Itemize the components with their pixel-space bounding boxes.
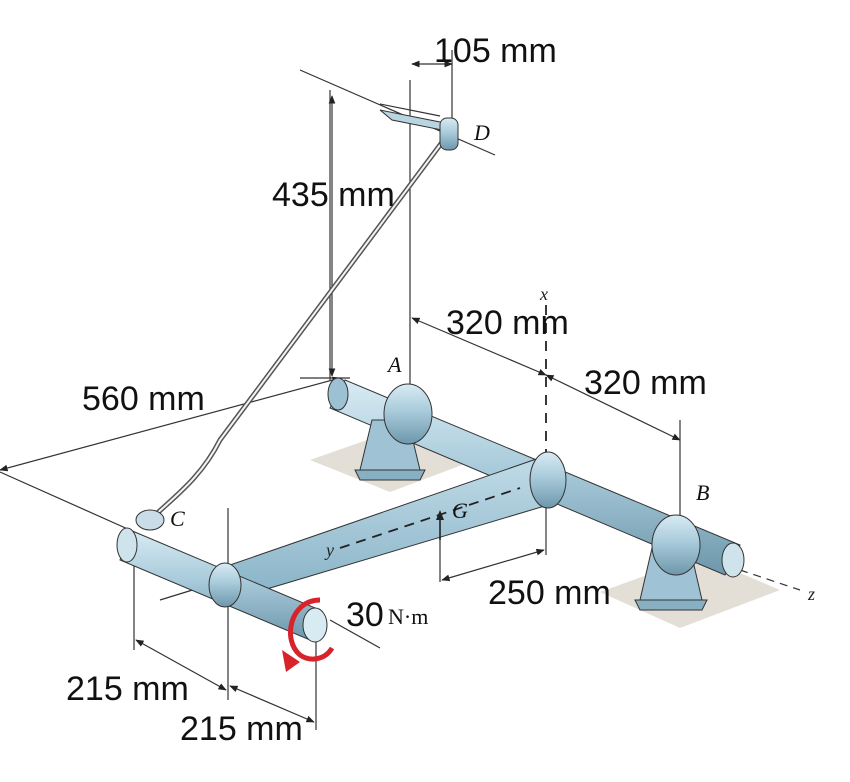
label-c: C — [170, 506, 185, 531]
dim-320-lower: 320 mm — [584, 364, 707, 402]
dim-320-upper: 320 mm — [446, 304, 569, 342]
y-axis — [339, 487, 521, 549]
moment-unit: N·m — [388, 604, 428, 629]
label-b: B — [696, 480, 709, 505]
bearing-a — [354, 383, 433, 481]
dim-105: 105 mm — [434, 32, 557, 70]
axis-label-z: z — [807, 584, 815, 604]
dim-250: 250 mm — [488, 574, 611, 612]
label-g: G — [452, 498, 468, 523]
dim-215-right: 215 mm — [180, 710, 303, 748]
shaft-c — [116, 509, 328, 643]
bracket-d — [379, 103, 459, 151]
dim-435: 435 mm — [272, 176, 395, 214]
label-a: A — [386, 352, 402, 377]
moment-value: 30 — [346, 596, 384, 634]
label-d: D — [473, 120, 490, 145]
axis-label-x: x — [539, 284, 548, 304]
bearing-b — [634, 514, 708, 611]
axis-label-y: y — [324, 540, 334, 560]
moment-arrow — [288, 597, 335, 662]
dim-560: 560 mm — [82, 380, 205, 418]
dim-215-left: 215 mm — [66, 670, 189, 708]
